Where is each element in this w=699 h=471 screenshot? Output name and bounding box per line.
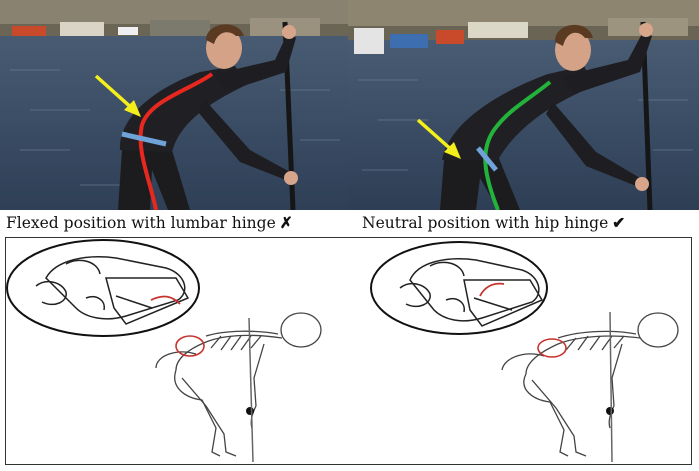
- hand: [635, 177, 649, 191]
- hand: [639, 23, 653, 37]
- person-upper-arm: [563, 30, 652, 94]
- right-diagram: [370, 241, 679, 463]
- arrow-shaft: [94, 74, 136, 112]
- person-hair: [554, 24, 593, 46]
- disc-pressure-arrow: [150, 295, 181, 305]
- skeleton-flexed: [155, 312, 322, 457]
- pelvis-marker: [476, 146, 498, 172]
- vertebra-zoom-circle: [6, 239, 200, 337]
- caption-neutral: Neutral position with hip hinge✔: [362, 213, 626, 233]
- caption-flexed-text: Flexed position with lumbar hinge: [6, 214, 276, 232]
- boat: [436, 30, 464, 44]
- caption-neutral-text: Neutral position with hip hinge: [362, 214, 609, 232]
- person-legs: [118, 150, 190, 210]
- arrow-shaft: [416, 118, 456, 154]
- person-torso: [119, 66, 249, 152]
- spine-line-flexed: [138, 72, 214, 210]
- person-lower-arm: [546, 102, 640, 186]
- person-torso: [442, 66, 594, 160]
- boat: [390, 34, 428, 48]
- photo-flexed-lumbar-hinge: [0, 0, 348, 210]
- spine-line-neutral: [483, 80, 552, 210]
- person-lower-arm: [198, 100, 290, 180]
- plumb-line: [248, 317, 254, 463]
- photo-neutral-hip-hinge: [348, 0, 699, 210]
- arrow-head-icon: [444, 142, 461, 159]
- hand: [284, 171, 298, 185]
- vertebra-sketch: [35, 256, 190, 325]
- diagram-panel: [5, 237, 692, 465]
- boat: [60, 22, 104, 36]
- plumb-line: [609, 311, 613, 463]
- skeleton-diagrams: [6, 239, 679, 463]
- paddle-blade-marker: [246, 407, 254, 415]
- boat: [12, 26, 46, 36]
- disc-pressure-arrow: [479, 282, 505, 297]
- skeleton-neutral: [501, 312, 679, 457]
- boat: [118, 27, 138, 35]
- vertebra-sketch: [399, 258, 544, 327]
- check-mark-icon: ✔: [612, 213, 626, 232]
- person-hair: [206, 24, 244, 44]
- hand: [282, 25, 296, 39]
- lumbar-highlight-circle: [175, 335, 205, 357]
- lumbar-highlight-circle: [537, 338, 567, 358]
- photo-neutral-scene: [348, 0, 699, 210]
- person-legs: [440, 156, 520, 210]
- arrow-head-icon: [124, 100, 141, 117]
- pelvis-marker: [121, 131, 167, 147]
- person-upper-arm: [215, 32, 296, 92]
- boat: [354, 28, 384, 54]
- cross-mark-icon: ✗: [279, 213, 293, 232]
- paddle-blade-marker: [606, 407, 614, 415]
- photo-flexed-scene: [0, 0, 348, 210]
- left-diagram: [6, 239, 322, 463]
- caption-flexed: Flexed position with lumbar hinge✗: [6, 213, 293, 233]
